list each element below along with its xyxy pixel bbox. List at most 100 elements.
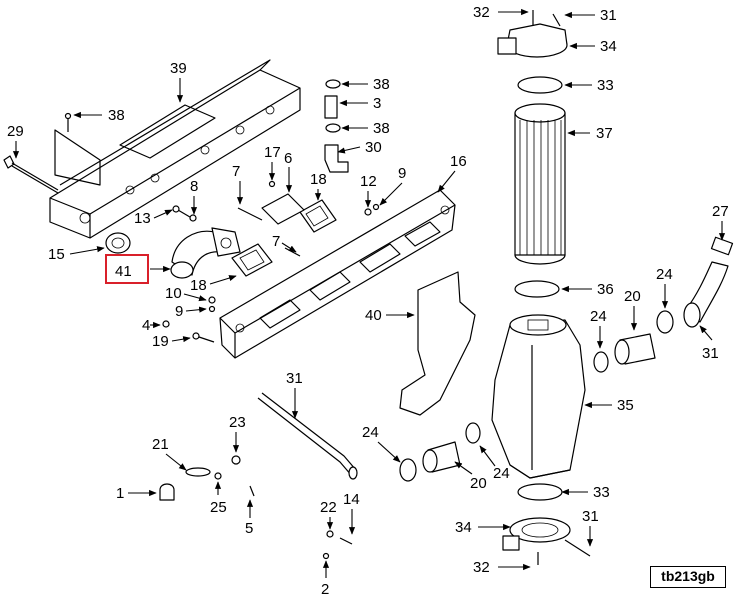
svg-text:37: 37 xyxy=(596,125,613,142)
callout-8: 8 xyxy=(190,178,198,215)
callout-18-upper: 18 xyxy=(310,171,327,201)
callout-26: 27 xyxy=(712,203,729,241)
callout-9-lower: 9 xyxy=(175,303,207,320)
part-filter-housing xyxy=(491,314,586,479)
callout-10: 10 xyxy=(165,285,207,302)
svg-text:1: 1 xyxy=(116,485,124,502)
callout-40: 39 xyxy=(170,60,187,103)
callout-25: 25 xyxy=(210,481,227,516)
svg-text:21: 21 xyxy=(152,436,169,453)
callout-1: 1 xyxy=(116,485,157,502)
svg-text:29: 29 xyxy=(7,123,24,140)
svg-text:6: 6 xyxy=(284,150,292,167)
part-small-hardware xyxy=(159,455,353,560)
svg-text:31: 31 xyxy=(702,345,719,362)
svg-text:22: 22 xyxy=(320,499,337,516)
callout-13: 13 xyxy=(134,209,173,227)
callout-28: 31 xyxy=(286,370,303,419)
svg-text:30: 30 xyxy=(365,139,382,156)
svg-text:3: 3 xyxy=(373,95,381,112)
callout-11: 12 xyxy=(360,173,377,208)
svg-text:16: 16 xyxy=(450,153,467,170)
svg-text:34: 34 xyxy=(455,519,472,536)
svg-text:18: 18 xyxy=(190,277,207,294)
callout-32-bottom: 32 xyxy=(473,559,531,576)
callout-31-top: 31 xyxy=(564,7,617,24)
svg-text:24: 24 xyxy=(656,266,673,283)
svg-text:24: 24 xyxy=(590,308,607,325)
part-bracket-rail xyxy=(49,59,301,239)
svg-text:24: 24 xyxy=(493,465,510,482)
svg-text:32: 32 xyxy=(473,4,490,21)
part-flange-gasket xyxy=(231,243,273,277)
callout-37: 37 xyxy=(567,125,613,142)
callout-38-upper: 38 xyxy=(341,76,390,93)
callout-3: 3 xyxy=(339,95,381,112)
callout-14: 14 xyxy=(343,491,360,535)
svg-text:38: 38 xyxy=(108,107,125,124)
part-outlet-pipe xyxy=(683,236,734,328)
svg-text:27: 27 xyxy=(712,203,729,220)
svg-text:32: 32 xyxy=(473,559,490,576)
callout-31-bottom: 31 xyxy=(582,508,599,547)
svg-text:9: 9 xyxy=(398,165,406,182)
callout-33-bottom: 33 xyxy=(561,484,610,501)
svg-text:31: 31 xyxy=(286,370,303,387)
callout-32-top: 32 xyxy=(473,4,529,21)
part-tube xyxy=(257,392,358,480)
callout-15: 15 xyxy=(48,246,105,263)
svg-text:20: 20 xyxy=(624,288,641,305)
svg-text:24: 24 xyxy=(362,424,379,441)
part-small-screw xyxy=(64,112,72,132)
callout-30: 31 xyxy=(699,325,719,362)
part-filter-cap xyxy=(497,10,568,58)
svg-text:40: 40 xyxy=(365,307,382,324)
drawing-reference-code: tb213gb xyxy=(650,566,726,588)
svg-text:7: 7 xyxy=(232,163,240,180)
svg-text:25: 25 xyxy=(210,499,227,516)
callout-2: 2 xyxy=(321,560,329,598)
callout-36: 36 xyxy=(561,281,614,298)
svg-text:23: 23 xyxy=(229,414,246,431)
part-o-ring xyxy=(517,483,563,501)
callout-34-top: 34 xyxy=(569,38,617,55)
svg-text:15: 15 xyxy=(48,246,65,263)
callout-9-upper: 9 xyxy=(379,165,406,206)
callout-33-top: 33 xyxy=(564,77,614,94)
svg-text:33: 33 xyxy=(593,484,610,501)
highlight-box xyxy=(105,254,149,284)
callout-6: 6 xyxy=(284,150,292,193)
callout-38-lower: 38 xyxy=(341,120,390,137)
callout-29: 29 xyxy=(7,123,24,159)
callout-12: 7 xyxy=(232,163,244,205)
part-elbow xyxy=(170,227,241,279)
svg-text:31: 31 xyxy=(582,508,599,525)
callout-5: 5 xyxy=(245,499,253,537)
svg-text:17: 17 xyxy=(264,144,281,161)
part-hoses-and-clamps xyxy=(399,310,674,482)
part-flange-gasket xyxy=(299,199,337,233)
part-o-ring xyxy=(517,76,563,94)
part-o-ring xyxy=(514,280,560,298)
callout-7: 7 xyxy=(272,233,297,253)
svg-text:41: 41 xyxy=(115,263,132,280)
svg-text:13: 13 xyxy=(134,210,151,227)
callout-35: 35 xyxy=(584,397,634,414)
part-bottom-flange xyxy=(502,517,591,565)
part-support-bracket xyxy=(399,271,476,416)
callout-17: 17 xyxy=(264,144,281,181)
svg-text:9: 9 xyxy=(175,303,183,320)
part-long-bolt xyxy=(3,155,59,194)
svg-text:36: 36 xyxy=(597,281,614,298)
callout-19: 19 xyxy=(152,333,191,350)
part-small-bolts xyxy=(162,180,380,343)
callout-24-left: 24 xyxy=(362,424,401,463)
callout-23: 23 xyxy=(229,414,246,453)
svg-text:5: 5 xyxy=(245,520,253,537)
part-cover-plate xyxy=(261,193,305,225)
part-gasket xyxy=(105,232,131,254)
callout-16: 16 xyxy=(437,153,467,193)
callout-21: 21 xyxy=(152,436,187,471)
callout-20-left: 20 xyxy=(454,461,487,492)
